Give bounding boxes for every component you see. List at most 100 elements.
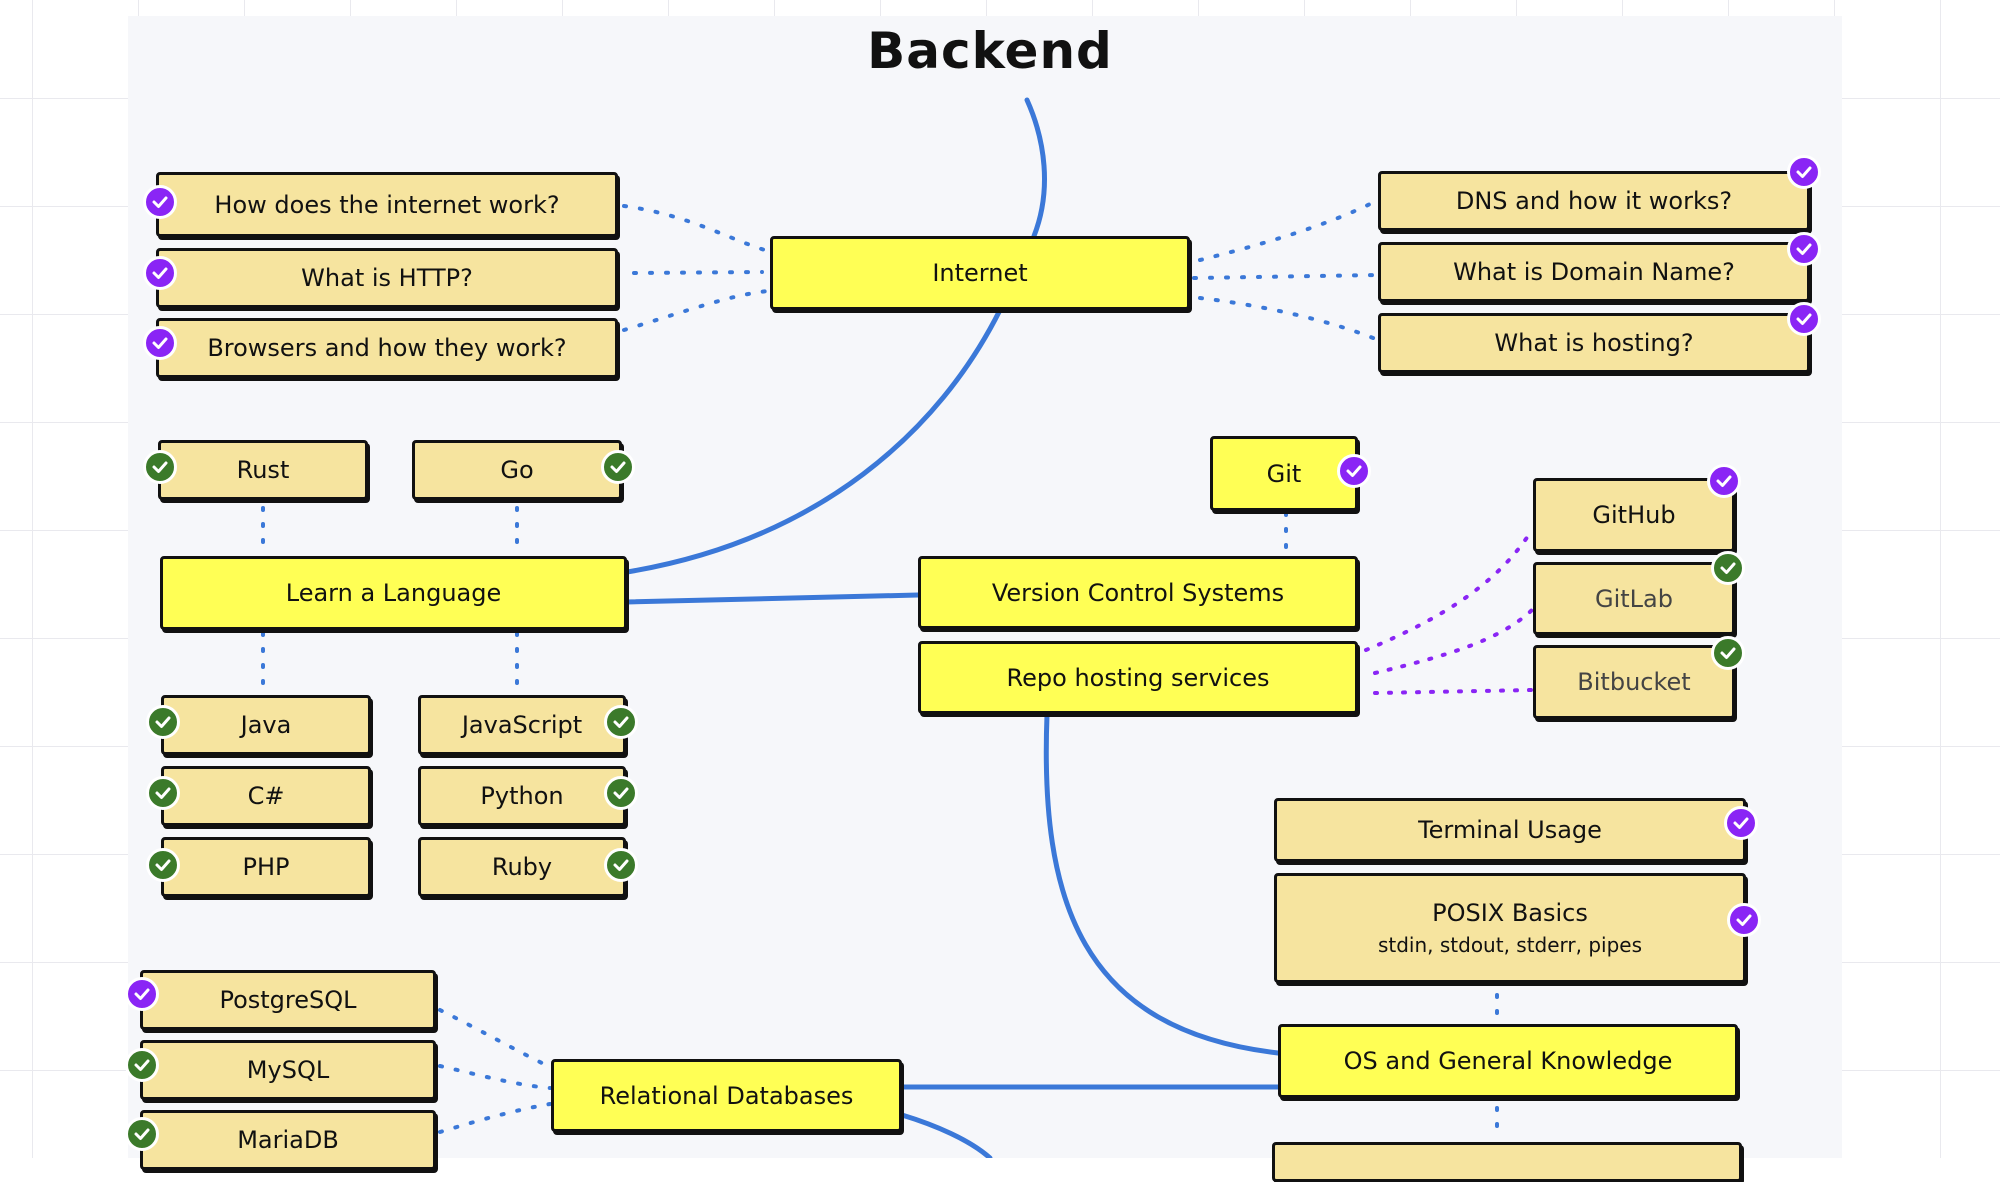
check-badge-icon [143,256,177,290]
node-gitlab[interactable]: GitLab [1533,562,1735,635]
check-badge-icon [143,326,177,360]
dots-db-mariadb [438,1102,552,1134]
check-badge-icon [146,776,180,810]
node-how-internet-works[interactable]: How does the internet work? [156,172,618,237]
node-repo-hosting-services[interactable]: Repo hosting services [918,641,1358,714]
check-badge-icon [1337,454,1371,488]
dots-repo-gitlab [1373,608,1534,675]
node-label: Learn a Language [285,579,502,607]
node-label: Python [480,782,564,810]
node-label: Browsers and how they work? [207,334,567,362]
check-badge-icon [601,450,635,484]
node-posix-basics[interactable]: POSIX Basics stdin, stdout, stderr, pipe… [1274,873,1746,983]
node-label: PostgreSQL [219,986,357,1014]
node-label: Go [500,456,534,484]
node-label: How does the internet work? [214,190,560,219]
node-python[interactable]: Python [418,766,626,826]
check-badge-icon [1711,636,1745,670]
node-what-is-http[interactable]: What is HTTP? [156,248,618,308]
check-badge-icon [1787,302,1821,336]
dots-internet-http [632,270,764,275]
node-browsers[interactable]: Browsers and how they work? [156,318,618,378]
check-badge-icon [1724,806,1758,840]
check-badge-icon [1727,903,1761,937]
node-domain-name[interactable]: What is Domain Name? [1378,242,1810,302]
node-label: Java [240,711,292,739]
node-csharp[interactable]: C# [161,766,371,826]
node-label: Ruby [491,853,553,881]
check-badge-icon [143,450,177,484]
dots-internet-dns [1198,198,1380,262]
node-os-general-knowledge[interactable]: OS and General Knowledge [1278,1024,1738,1098]
node-label: Git [1266,459,1302,488]
node-label: What is Domain Name? [1453,258,1735,286]
node-mariadb[interactable]: MariaDB [140,1110,436,1170]
node-hosting[interactable]: What is hosting? [1378,313,1810,373]
check-badge-icon [125,1048,159,1082]
node-java[interactable]: Java [161,695,371,755]
dots-internet-domain [1192,273,1380,280]
node-label: GitHub [1592,501,1676,529]
node-label: OS and General Knowledge [1343,1047,1673,1075]
check-badge-icon [146,848,180,882]
node-postgresql[interactable]: PostgreSQL [140,970,436,1030]
node-bitbucket[interactable]: Bitbucket [1533,645,1735,719]
check-badge-icon [1787,232,1821,266]
node-sublabel: stdin, stdout, stderr, pipes [1377,933,1643,957]
node-relational-databases[interactable]: Relational Databases [551,1059,902,1132]
node-label: Terminal Usage [1418,816,1602,844]
node-label: Rust [236,456,290,484]
connector-db-down [899,1112,993,1158]
check-badge-icon [125,977,159,1011]
dots-repo-bitbucket [1373,688,1534,695]
check-badge-icon [1707,464,1741,498]
node-label: GitLab [1595,584,1673,613]
node-label: POSIX Basics [1432,899,1588,927]
connector-lines [261,97,1534,1158]
dots-db-postgres [438,1008,552,1069]
node-terminal-usage[interactable]: Terminal Usage [1274,798,1746,862]
node-label: MySQL [246,1056,330,1084]
check-badge-icon [604,848,638,882]
node-rust[interactable]: Rust [158,440,368,500]
dots-internet-how [622,204,770,253]
node-internet[interactable]: Internet [770,236,1190,310]
node-label: MariaDB [237,1126,339,1154]
connector-language-vcs [624,592,921,605]
check-badge-icon [1787,155,1821,189]
node-version-control-systems[interactable]: Version Control Systems [918,556,1358,629]
check-badge-icon [143,185,177,219]
dots-db-mysql [438,1064,552,1090]
node-label: C# [247,782,285,810]
check-badge-icon [604,705,638,739]
node-label: What is hosting? [1494,329,1694,357]
node-label: Version Control Systems [991,578,1285,607]
node-label: Bitbucket [1577,668,1691,696]
node-github[interactable]: GitHub [1533,478,1735,552]
node-label: Internet [932,259,1028,287]
dots-repo-github [1364,528,1534,652]
node-label: Repo hosting services [1006,663,1270,692]
check-badge-icon [604,776,638,810]
node-learn-language[interactable]: Learn a Language [160,556,627,630]
node-javascript[interactable]: JavaScript [418,695,626,755]
node-go[interactable]: Go [412,440,622,500]
node-bottom-partial[interactable] [1272,1142,1742,1182]
dots-internet-browsers [622,289,770,332]
dots-internet-hosting [1198,296,1380,342]
check-badge-icon [146,705,180,739]
node-mysql[interactable]: MySQL [140,1040,436,1100]
node-dns[interactable]: DNS and how it works? [1378,171,1810,231]
node-label: PHP [242,853,290,881]
node-label: JavaScript [461,711,583,739]
node-git[interactable]: Git [1210,436,1358,511]
node-label: DNS and how it works? [1455,187,1733,215]
page-title: Backend [867,22,1113,80]
node-label: Relational Databases [599,1081,854,1110]
node-php[interactable]: PHP [161,837,371,897]
connector-repo-os [1043,712,1281,1056]
connector-internet-language [624,307,1003,575]
node-label: What is HTTP? [301,264,473,292]
node-ruby[interactable]: Ruby [418,837,626,897]
check-badge-icon [125,1117,159,1151]
